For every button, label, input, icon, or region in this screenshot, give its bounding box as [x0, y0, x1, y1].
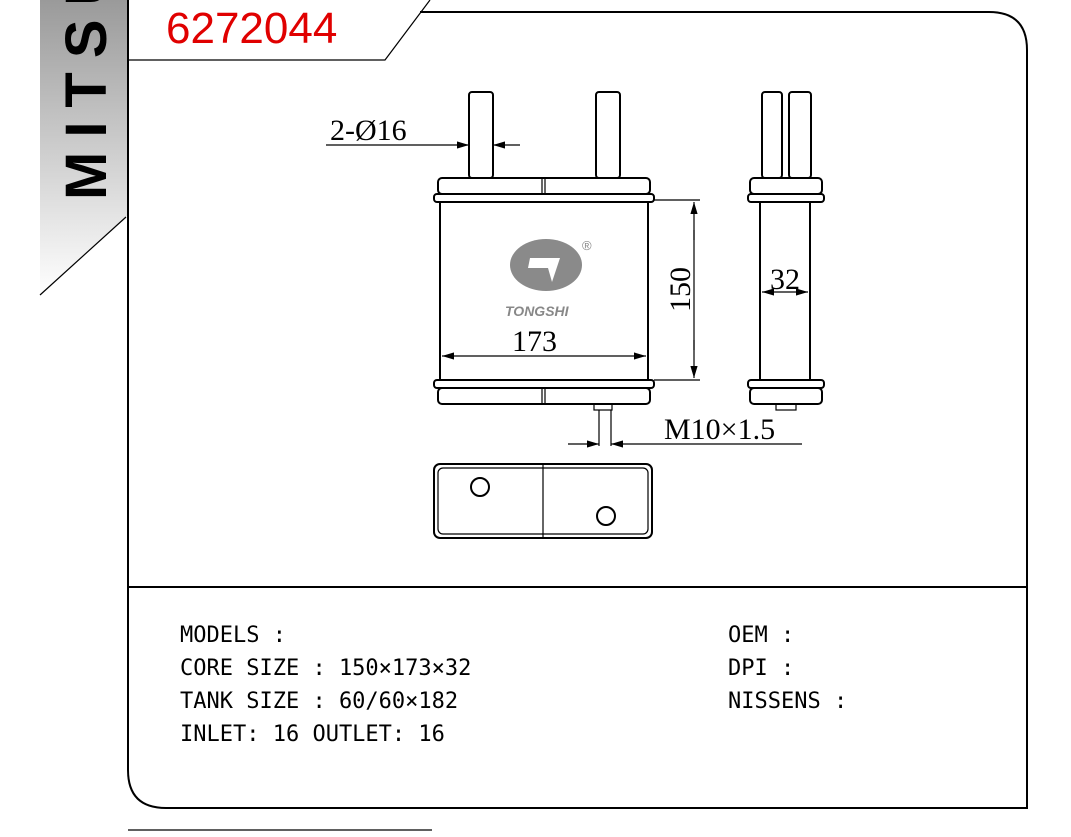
core-size-field: CORE SIZE : 150×173×32 [180, 656, 471, 681]
front-view [433, 91, 655, 446]
dpi-field: DPI : [728, 656, 794, 681]
part-number: 6272044 [166, 4, 337, 53]
tank-size-field: TANK SIZE : 60/60×182 [180, 689, 458, 714]
oem-field: OEM : [728, 623, 794, 648]
thread-dimension: M10×1.5 [568, 413, 802, 448]
models-field: MODELS : [180, 623, 286, 648]
specifications: MODELS : CORE SIZE : 150×173×32 TANK SIZ… [180, 623, 847, 747]
logo-registered-text: ® [582, 238, 592, 253]
depth-dim-text: 32 [770, 263, 800, 296]
brand-label: MITSU [54, 0, 119, 200]
height-dim-text: 150 [664, 267, 697, 312]
side-view: 32 [747, 91, 825, 411]
inlet-outlet-field: INLET: 16 OUTLET: 16 [180, 722, 445, 747]
top-view [433, 463, 653, 539]
width-dim-text: 173 [512, 325, 557, 358]
sheet-frame [127, 0, 1028, 809]
height-dimension: 150 [654, 199, 700, 381]
pipe-dimension: 2-Ø16 [326, 114, 520, 149]
brand-strip: MITSU [39, 0, 128, 296]
thread-dim-text: M10×1.5 [664, 413, 775, 446]
logo-text-text: TONGSHI [505, 303, 570, 319]
nissens-field: NISSENS : [728, 689, 847, 714]
pipe-dim-text: 2-Ø16 [330, 114, 407, 147]
tongshi-logo: ® TONGSHI [505, 238, 592, 319]
width-dimension: 173 [442, 325, 646, 360]
